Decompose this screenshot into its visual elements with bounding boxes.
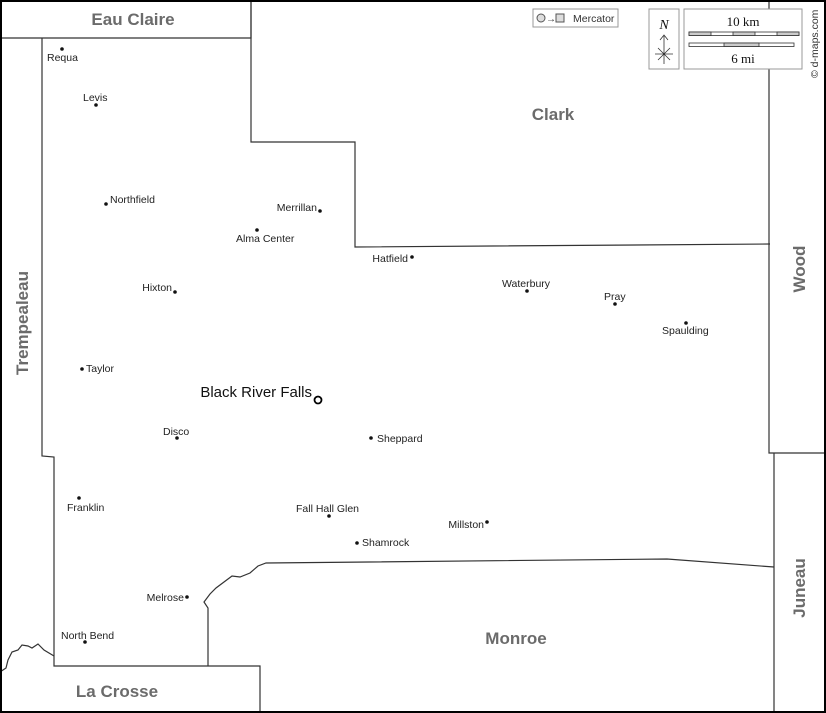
circle-icon (536, 13, 546, 23)
border-clark (250, 0, 771, 248)
city-label: Hatfield (372, 253, 408, 265)
city-label: North Bend (61, 630, 114, 642)
city-label: Waterbury (502, 278, 551, 290)
scale-mi-label: 6 mi (731, 51, 755, 66)
city-label: Fall Hall Glen (296, 503, 359, 515)
square-icon (555, 13, 565, 23)
county-clark: Clark (532, 105, 575, 124)
city-marker (613, 302, 617, 306)
city-marker (355, 541, 359, 545)
city-marker (485, 520, 489, 524)
city-label: Northfield (110, 194, 155, 206)
city-marker (369, 436, 373, 440)
north-label: N (658, 18, 669, 33)
city-marker (60, 47, 64, 51)
city-marker (255, 228, 259, 232)
border-monroe (203, 558, 775, 666)
city-label: Melrose (147, 592, 185, 604)
border-wood (768, 0, 826, 454)
city-marker (83, 640, 87, 644)
city-marker (175, 436, 179, 440)
projection-legend: → Mercator (532, 8, 619, 28)
city-marker (318, 209, 322, 213)
border-west-south (41, 38, 261, 713)
arrow-icon: → (546, 14, 556, 25)
county-eau-claire: Eau Claire (91, 10, 174, 29)
scale-km-label: 10 km (727, 14, 760, 29)
city-label: Hixton (142, 282, 172, 294)
county-wood: Wood (790, 246, 809, 293)
city-marker (173, 290, 177, 294)
projection-label: Mercator (573, 13, 615, 25)
county-trempealeau: Trempealeau (13, 271, 32, 375)
city-label: Spaulding (662, 325, 709, 337)
county-la-crosse: La Crosse (76, 682, 158, 701)
city-label: Millston (448, 519, 484, 531)
city-label: Taylor (86, 363, 115, 375)
city-marker (80, 367, 84, 371)
credit: © d-maps.com (809, 9, 821, 78)
city-label: Merrillan (277, 202, 317, 214)
city-marker (327, 514, 331, 518)
compass-icon (655, 34, 673, 64)
city-label: Alma Center (236, 233, 295, 245)
city-label: Sheppard (377, 433, 423, 445)
city-label: Requa (47, 52, 78, 64)
county-monroe: Monroe (485, 629, 546, 648)
city-marker (185, 595, 189, 599)
city-marker (104, 202, 108, 206)
city-marker (525, 289, 529, 293)
county-juneau: Juneau (790, 558, 809, 618)
county-seat-label: Black River Falls (200, 384, 312, 401)
city-marker (94, 103, 98, 107)
city-marker (410, 255, 414, 259)
county-seat-marker (313, 395, 323, 405)
city-label: Disco (163, 426, 189, 438)
city-marker (684, 321, 688, 325)
city-label: Levis (83, 92, 108, 104)
city-marker (77, 496, 81, 500)
scale-bar: 10 km 6 mi (683, 8, 803, 70)
border-river (0, 643, 55, 673)
city-label: Franklin (67, 502, 105, 514)
north-arrow: N (648, 8, 680, 70)
city-label: Shamrock (362, 537, 410, 549)
city-label: Pray (604, 291, 626, 303)
